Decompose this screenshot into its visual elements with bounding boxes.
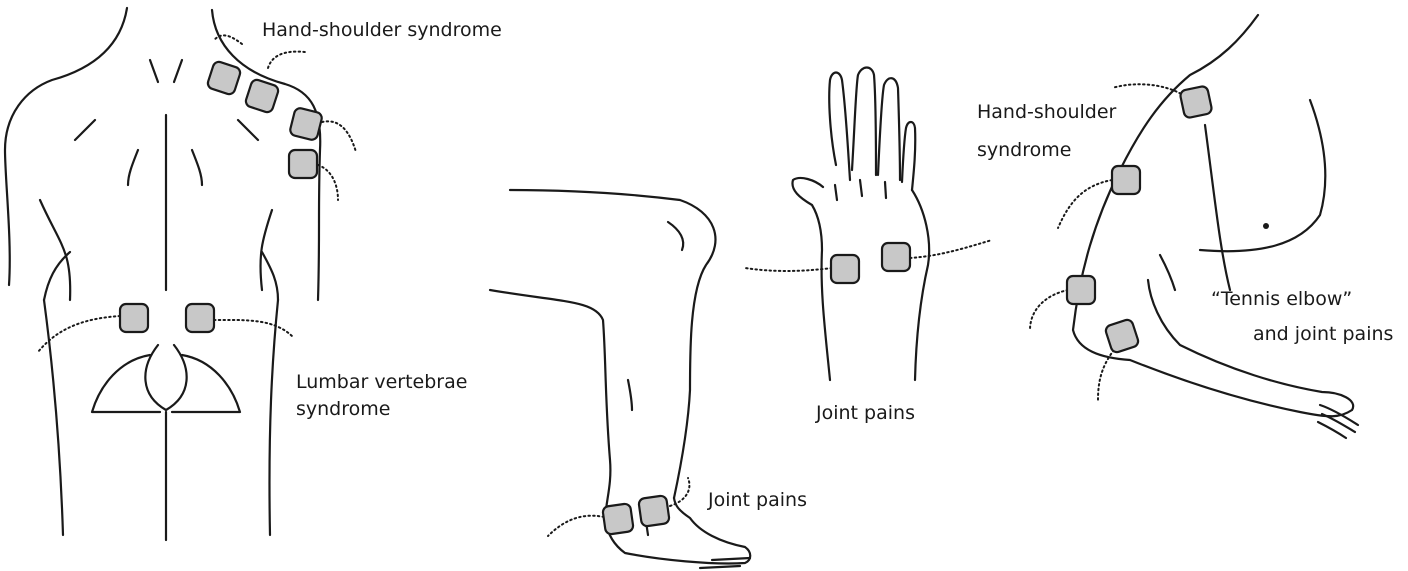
label-hand-shoulder-line1: Hand-shoulder: [977, 99, 1116, 125]
label-lumbar-vertebrae-line1: Lumbar vertebrae: [296, 369, 467, 395]
label-joint-pains-ankle: Joint pains: [708, 487, 807, 513]
label-hand-shoulder-syndrome-back: Hand-shoulder syndrome: [262, 17, 502, 43]
electrode-pad: [244, 78, 279, 113]
electrode-pad: [831, 255, 859, 283]
electrode-pad: [1179, 85, 1212, 118]
electrode-pad: [289, 150, 317, 178]
hand-figure: [745, 68, 992, 381]
electrode-pad: [186, 304, 214, 332]
label-lumbar-vertebrae-line2: syndrome: [296, 396, 390, 422]
label-hand-shoulder-line2: syndrome: [977, 137, 1071, 163]
electrode-pad: [638, 495, 670, 527]
electrode-pad: [1067, 276, 1095, 304]
label-tennis-elbow-line2: and joint pains: [1253, 321, 1393, 347]
electrode-pad: [882, 243, 910, 271]
electrode-pad: [120, 304, 148, 332]
label-tennis-elbow-line1: “Tennis elbow”: [1211, 286, 1352, 312]
back-figure: [5, 8, 356, 540]
electrode-pad: [206, 60, 241, 95]
label-joint-pains-hand: Joint pains: [816, 400, 915, 426]
electrode-pad: [1112, 166, 1140, 194]
electrode-pad: [289, 107, 323, 141]
arm-figure: [1030, 15, 1358, 438]
electrode-pad: [602, 503, 634, 535]
electrode-pad: [1104, 318, 1139, 353]
